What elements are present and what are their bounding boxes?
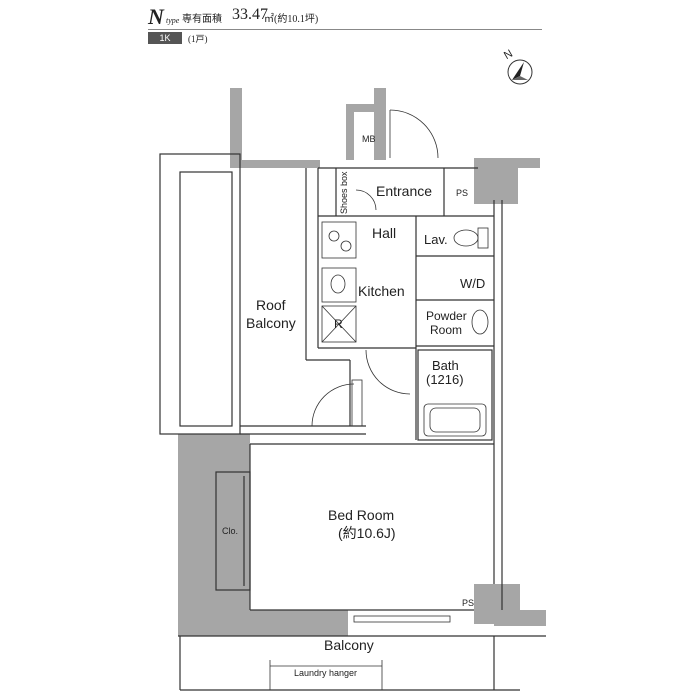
- balcony-label: Balcony: [324, 637, 374, 653]
- lav-label: Lav.: [424, 232, 448, 247]
- shoes-box-label: Shoes box: [339, 171, 349, 214]
- bath-label-2: (1216): [426, 372, 464, 387]
- area-value: 33.47: [232, 6, 268, 23]
- ps-bottom-label: PS: [462, 598, 474, 608]
- kitchen-label: Kitchen: [358, 283, 405, 299]
- area-unit: ㎡(約10.1坪): [264, 14, 319, 25]
- doors: [269, 109, 451, 690]
- compass-label: N: [502, 48, 515, 62]
- wd-label: W/D: [460, 276, 485, 291]
- mb-label: MB: [362, 134, 376, 144]
- compass-icon: N: [502, 48, 533, 85]
- laundry-hanger-label: Laundry hanger: [294, 668, 357, 678]
- type-word: type: [166, 16, 180, 25]
- powder-room-label-2: Room: [430, 323, 462, 337]
- roof-balcony-label-2: Balcony: [246, 315, 296, 331]
- wall-lines: [159, 153, 546, 691]
- type-letter: N: [148, 4, 164, 29]
- powder-room-label-1: Powder: [426, 309, 467, 323]
- ps-top-label: PS: [456, 188, 468, 198]
- bed-room-label-1: Bed Room: [328, 507, 394, 523]
- closet-label: Clo.: [222, 526, 238, 536]
- area-label: 専有面積: [182, 14, 222, 25]
- entrance-label: Entrance: [376, 183, 432, 199]
- layout-badge: 1K: [148, 32, 182, 44]
- fixtures: [321, 221, 489, 437]
- units-count: (1戸): [188, 34, 208, 44]
- bed-room-label-2: (約10.6J): [338, 525, 396, 541]
- hall-label: Hall: [372, 225, 396, 241]
- bath-label-1: Bath: [432, 358, 459, 373]
- refrigerator-label: R: [334, 317, 343, 331]
- wall-masses: [178, 88, 546, 636]
- roof-balcony-label-1: Roof: [256, 297, 286, 313]
- plan-header: N type 専有面積 33.47 ㎡(約10.1坪) 1K (1戸): [0, 0, 700, 60]
- header-rule: [148, 29, 542, 30]
- room-labels: MB Shoes box Entrance PS Hall Lav. Kitch…: [222, 134, 485, 678]
